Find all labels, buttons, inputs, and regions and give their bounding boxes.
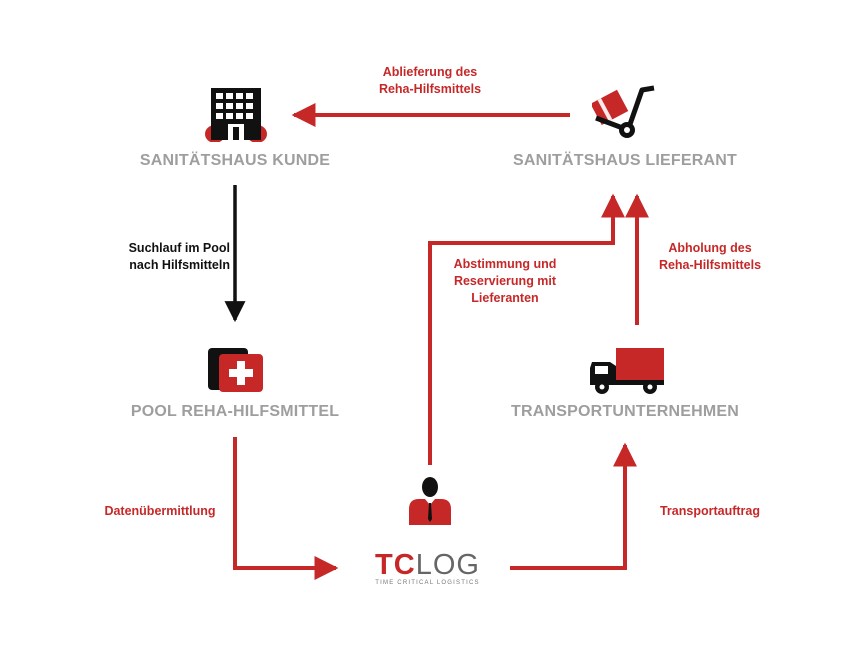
label-pickup-line1: Abholung des (668, 241, 752, 255)
label-transport-order: Transportauftrag (659, 504, 760, 518)
arrow-coordination (428, 193, 625, 465)
hand-truck-icon (590, 82, 664, 142)
truck-icon (588, 346, 666, 396)
title-sanitaetshaus-kunde: SANITÄTSHAUS KUNDE (139, 152, 331, 169)
label-search-line2: nach Hilfsmitteln (129, 258, 230, 272)
arrow-transport-order (510, 442, 637, 570)
label-pickup-line2: Reha-Hilfsmittels (658, 258, 762, 272)
title-sanitaetshaus-lieferant: SANITÄTSHAUS LIEFERANT (513, 152, 737, 169)
building-icon (205, 86, 267, 143)
label-coordination-line2: Reservierung mit (453, 274, 557, 288)
label-delivery: Ablieferung des Reha-Hilfsmittels (350, 64, 510, 98)
tclog-logo: TCLOG TIME CRITICAL LOGISTICS (370, 550, 485, 586)
label-search-line1: Suchlauf im Pool (128, 241, 230, 255)
arrow-data-transfer (233, 437, 339, 580)
label-coordination: Abstimmung und Reservierung mit Lieferan… (440, 256, 570, 307)
title-transportunternehmen: TRANSPORTUNTERNEHMEN (511, 403, 739, 420)
label-coordination-line1: Abstimmung und (453, 257, 557, 271)
logo-tc: TC (375, 549, 416, 581)
first-aid-case-icon (205, 345, 265, 395)
label-search: Suchlauf im Pool nach Hilfsmitteln (90, 240, 230, 274)
label-delivery-line1: Ablieferung des (382, 65, 478, 79)
label-coordination-line3: Lieferanten (471, 291, 539, 305)
logo-log: LOG (415, 549, 480, 581)
person-icon (405, 475, 455, 525)
title-pool-reha-hilfsmittel: POOL REHA-HILFSMITTEL (130, 403, 340, 420)
label-data-transfer: Datenübermittlung (104, 504, 216, 518)
label-pickup: Abholung des Reha-Hilfsmittels (640, 240, 780, 274)
label-delivery-line2: Reha-Hilfsmittels (378, 82, 482, 96)
logo-tagline: TIME CRITICAL LOGISTICS (375, 580, 480, 586)
